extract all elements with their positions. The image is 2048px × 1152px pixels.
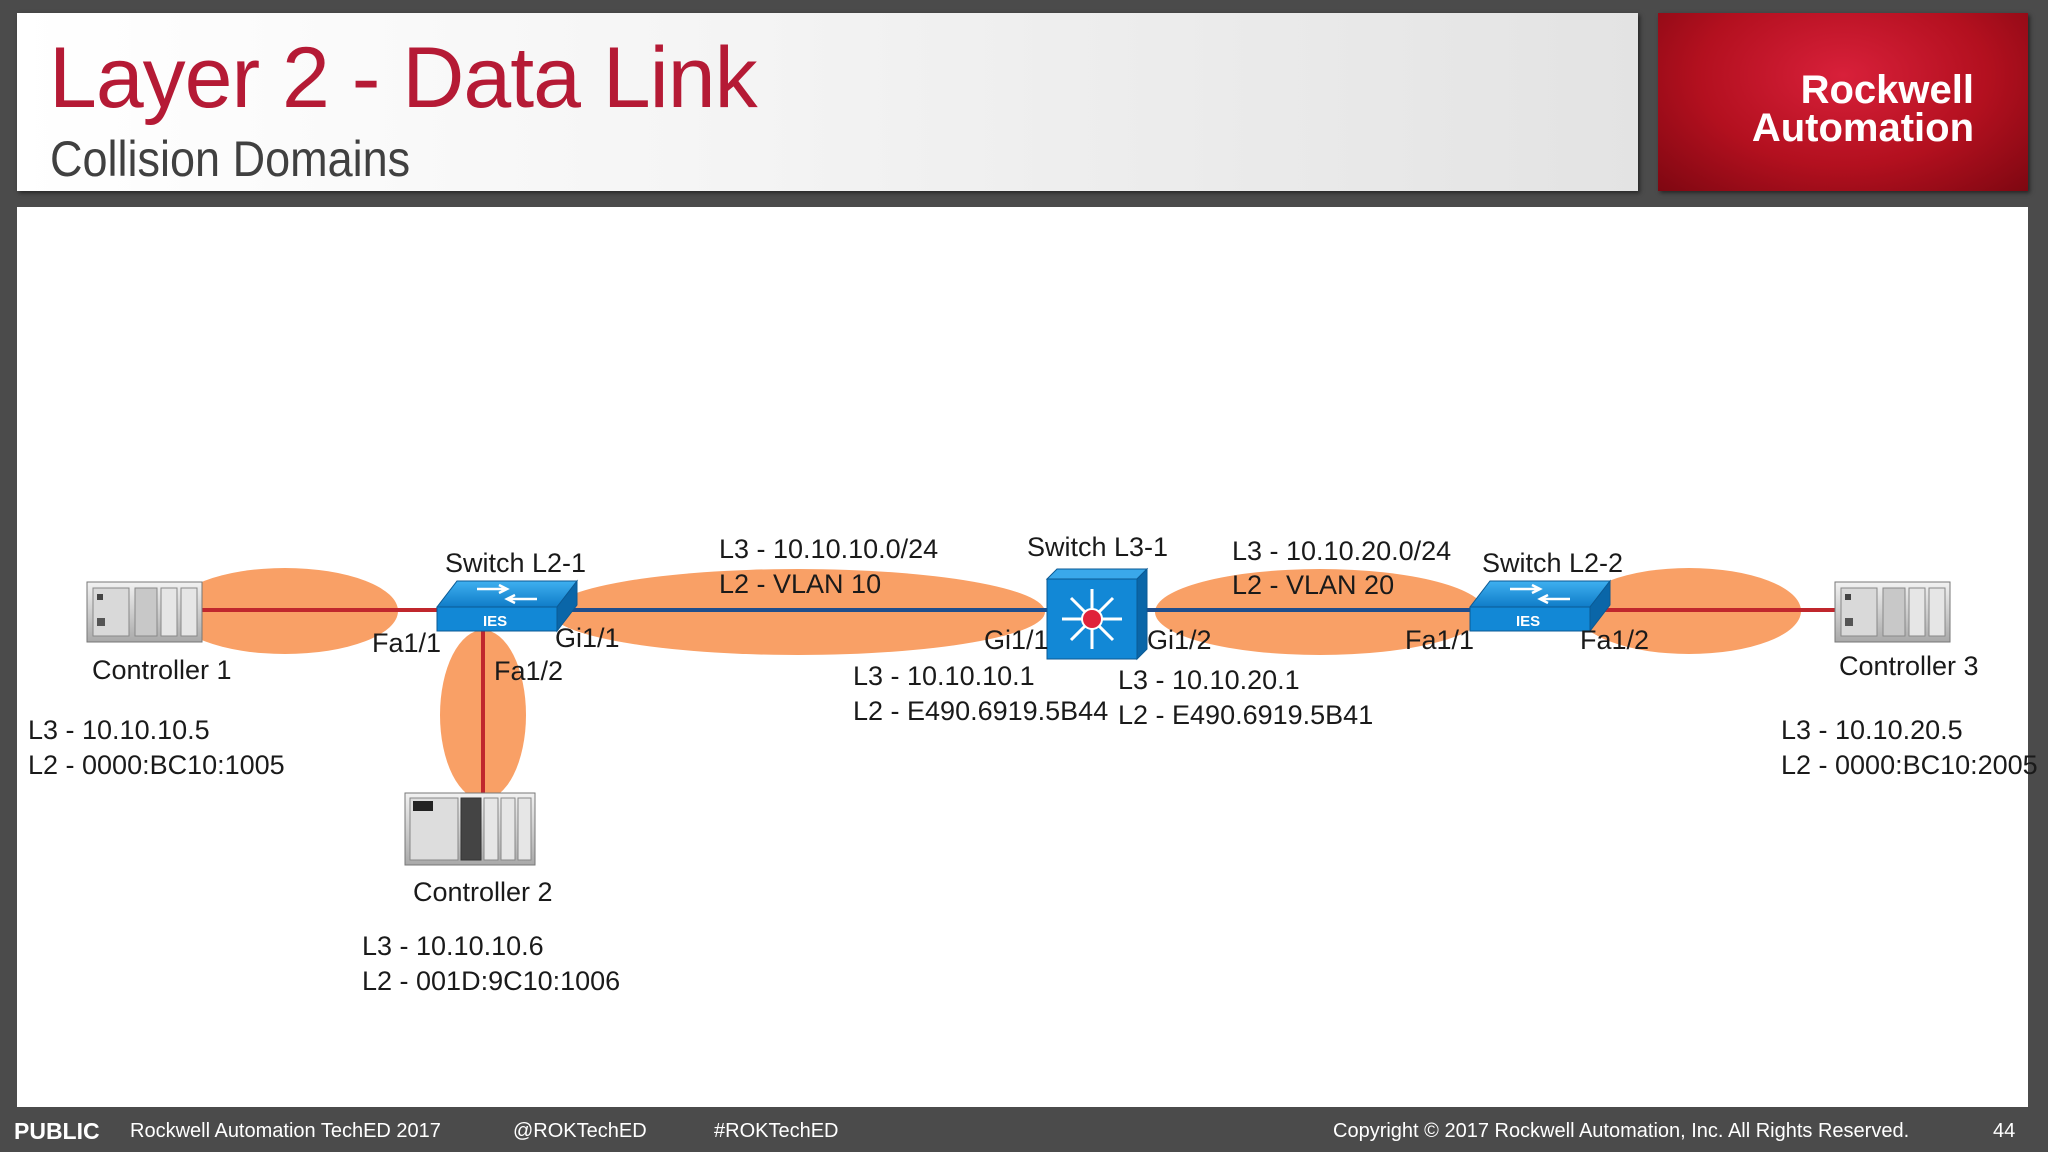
slide-subtitle: Collision Domains [50, 131, 411, 187]
switch-l2-1-label: Switch L2-1 [445, 548, 586, 578]
switch-l3-1-label: Switch L3-1 [1027, 532, 1168, 562]
controller3-label: Controller 3 [1839, 651, 1979, 681]
port-sw1-fa11: Fa1/1 [372, 628, 441, 658]
rockwell-logo: Rockwell Automation [1658, 13, 2028, 191]
vlan20-l3-label: L3 - 10.10.20.0/24 [1232, 536, 1451, 566]
gi11-l3-address: L3 - 10.10.10.1 [853, 661, 1035, 691]
port-sw1-gi11: Gi1/1 [555, 623, 620, 653]
switch-l3-1-icon [1045, 567, 1149, 661]
port-sw2-fa11: Fa1/1 [1405, 625, 1474, 655]
controller3-device [1834, 581, 1951, 643]
footer-hashtag: #ROKTechED [714, 1120, 839, 1142]
switch-l2-1-badge: IES [483, 613, 507, 630]
controller1-l3: L3 - 10.10.10.5 [28, 715, 210, 745]
controller2-l3: L3 - 10.10.10.6 [362, 931, 544, 961]
controller3-l3: L3 - 10.10.20.5 [1781, 715, 1963, 745]
port-sw3-gi12: Gi1/2 [1147, 625, 1212, 655]
switch-l2-1-icon: IES [435, 579, 579, 633]
footer-classification: PUBLIC [14, 1118, 100, 1144]
gi12-l3-address: L3 - 10.10.20.1 [1118, 665, 1300, 695]
port-sw1-fa12: Fa1/2 [494, 656, 563, 686]
controller2-device [404, 792, 536, 866]
switch-l2-2-label: Switch L2-2 [1482, 548, 1623, 578]
controller1-device [86, 581, 203, 643]
slide-title: Layer 2 - Data Link [49, 30, 758, 126]
vlan20-l2-label: L2 - VLAN 20 [1232, 570, 1394, 600]
controller2-l2: L2 - 001D:9C10:1006 [362, 966, 620, 996]
footer: PUBLIC Rockwell Automation TechED 2017 @… [0, 1107, 2048, 1152]
switch-l2-2-icon: IES [1468, 579, 1612, 633]
footer-page-number: 44 [1993, 1120, 2016, 1142]
port-sw3-gi11: Gi1/1 [984, 625, 1049, 655]
controller2-label: Controller 2 [413, 877, 553, 907]
footer-copyright: Copyright © 2017 Rockwell Automation, In… [1333, 1120, 1910, 1142]
controller1-label: Controller 1 [92, 655, 232, 685]
slide-content: IES IES [17, 207, 2038, 1107]
network-diagram: IES IES [28, 532, 2038, 996]
gi11-l2-address: L2 - E490.6919.5B44 [853, 696, 1108, 726]
port-sw2-fa12: Fa1/2 [1580, 625, 1649, 655]
footer-handle: @ROKTechED [513, 1120, 647, 1142]
gi12-l2-address: L2 - E490.6919.5B41 [1118, 700, 1373, 730]
logo-line-1: Rockwell [1800, 68, 1974, 112]
vlan10-l2-label: L2 - VLAN 10 [719, 569, 881, 599]
logo-text: Rockwell Automation [1751, 68, 1974, 150]
footer-event: Rockwell Automation TechED 2017 [130, 1120, 441, 1142]
logo-line-2: Automation [1751, 106, 1974, 150]
title-panel: Layer 2 - Data Link Collision Domains [17, 13, 1638, 191]
controller1-l2: L2 - 0000:BC10:1005 [28, 750, 285, 780]
vlan10-l3-label: L3 - 10.10.10.0/24 [719, 534, 938, 564]
controller3-l2: L2 - 0000:BC10:2005 [1781, 750, 2038, 780]
switch-l2-2-badge: IES [1516, 613, 1540, 630]
